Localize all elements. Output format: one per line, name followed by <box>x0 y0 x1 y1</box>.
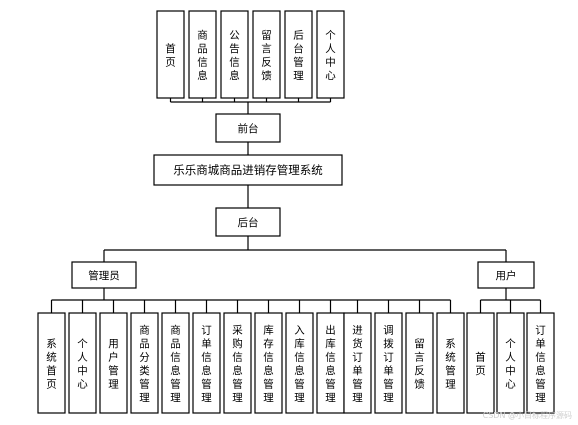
front-node-label: 前台 <box>238 122 259 135</box>
admin-module-label-inbound-mgmt: 入库信息管理 <box>294 324 305 404</box>
admin-module-label-inventory-mgmt: 库存信息管理 <box>263 323 274 404</box>
admin-module-box-inbound-mgmt: 入库信息管理 <box>285 312 314 414</box>
front-module-label-personal-center: 个人中心 <box>325 29 336 82</box>
root-node: 乐乐商城商品进销存管理系统 <box>153 154 343 186</box>
admin-module-label-user-mgmt: 用户管理 <box>108 338 119 391</box>
admin-module-box-order-mgmt: 订单信息管理 <box>192 312 221 414</box>
watermark: CSDN @小目标程序源码 <box>482 411 572 420</box>
admin-module-label-system-mgmt: 系统管理 <box>445 338 456 391</box>
admin-module-box-transfer-order-mgmt: 调拨订单管理 <box>374 312 403 414</box>
admin-module-box-user-mgmt: 用户管理 <box>99 312 128 414</box>
admin-module-label-system-home: 系统首页 <box>46 338 57 391</box>
front-module-box-backend-admin: 后台管理 <box>284 10 313 99</box>
user-node: 用户 <box>477 261 535 289</box>
front-module-label-product-info: 商品信息 <box>197 28 208 82</box>
admin-node-label: 管理员 <box>88 269 120 282</box>
admin-module-box-system-mgmt: 系统管理 <box>436 312 465 414</box>
front-module-label-backend-admin: 后台管理 <box>293 29 304 82</box>
user-module-label-home: 首页 <box>475 350 486 377</box>
admin-module-label-stock-order-mgmt: 进货订单管理 <box>352 324 363 404</box>
admin-module-label-personal-center: 个人中心 <box>77 338 88 391</box>
admin-node: 管理员 <box>71 261 137 289</box>
front-module-label-announcement: 公告信息 <box>229 29 240 82</box>
front-module-box-personal-center: 个人中心 <box>316 10 345 99</box>
front-module-box-product-info: 商品信息 <box>188 10 217 99</box>
front-module-label-feedback: 留言反馈 <box>261 28 272 82</box>
admin-module-label-outbound-mgmt: 出库信息管理 <box>325 323 336 404</box>
admin-module-box-category-mgmt: 商品分类管理 <box>130 312 159 414</box>
user-module-box-home: 首页 <box>466 312 495 414</box>
connector-lines <box>50 98 542 313</box>
root-node-label: 乐乐商城商品进销存管理系统 <box>173 163 323 177</box>
user-module-label-personal-center: 个人中心 <box>505 338 516 391</box>
admin-module-label-order-mgmt: 订单信息管理 <box>201 324 212 404</box>
admin-module-box-outbound-mgmt: 出库信息管理 <box>316 312 345 414</box>
admin-module-box-inventory-mgmt: 库存信息管理 <box>254 312 283 414</box>
admin-module-box-system-home: 系统首页 <box>37 312 66 414</box>
front-module-box-home: 首页 <box>156 10 185 99</box>
admin-module-box-stock-order-mgmt: 进货订单管理 <box>343 312 372 414</box>
admin-module-box-purchase-mgmt: 采购信息管理 <box>223 312 252 414</box>
admin-module-label-category-mgmt: 商品分类管理 <box>139 323 150 404</box>
user-module-box-personal-center: 个人中心 <box>496 312 525 414</box>
front-module-box-announcement: 公告信息 <box>220 10 249 99</box>
user-module-label-order-mgmt: 订单信息管理 <box>535 324 546 404</box>
admin-module-box-product-mgmt: 商品信息管理 <box>161 312 190 414</box>
back-node-label: 后台 <box>238 216 259 229</box>
admin-module-label-transfer-order-mgmt: 调拨订单管理 <box>383 324 394 404</box>
back-node: 后台 <box>215 207 281 237</box>
admin-module-label-purchase-mgmt: 采购信息管理 <box>232 324 243 404</box>
front-module-box-feedback: 留言反馈 <box>252 10 281 99</box>
front-module-label-home: 首页 <box>165 42 176 69</box>
admin-module-box-feedback: 留言反馈 <box>405 312 434 414</box>
admin-module-box-personal-center: 个人中心 <box>68 312 97 414</box>
user-module-box-order-mgmt: 订单信息管理 <box>526 312 555 414</box>
admin-module-label-feedback: 留言反馈 <box>414 337 425 391</box>
front-node: 前台 <box>215 113 281 143</box>
user-node-label: 用户 <box>496 269 517 282</box>
admin-module-label-product-mgmt: 商品信息管理 <box>170 323 181 404</box>
